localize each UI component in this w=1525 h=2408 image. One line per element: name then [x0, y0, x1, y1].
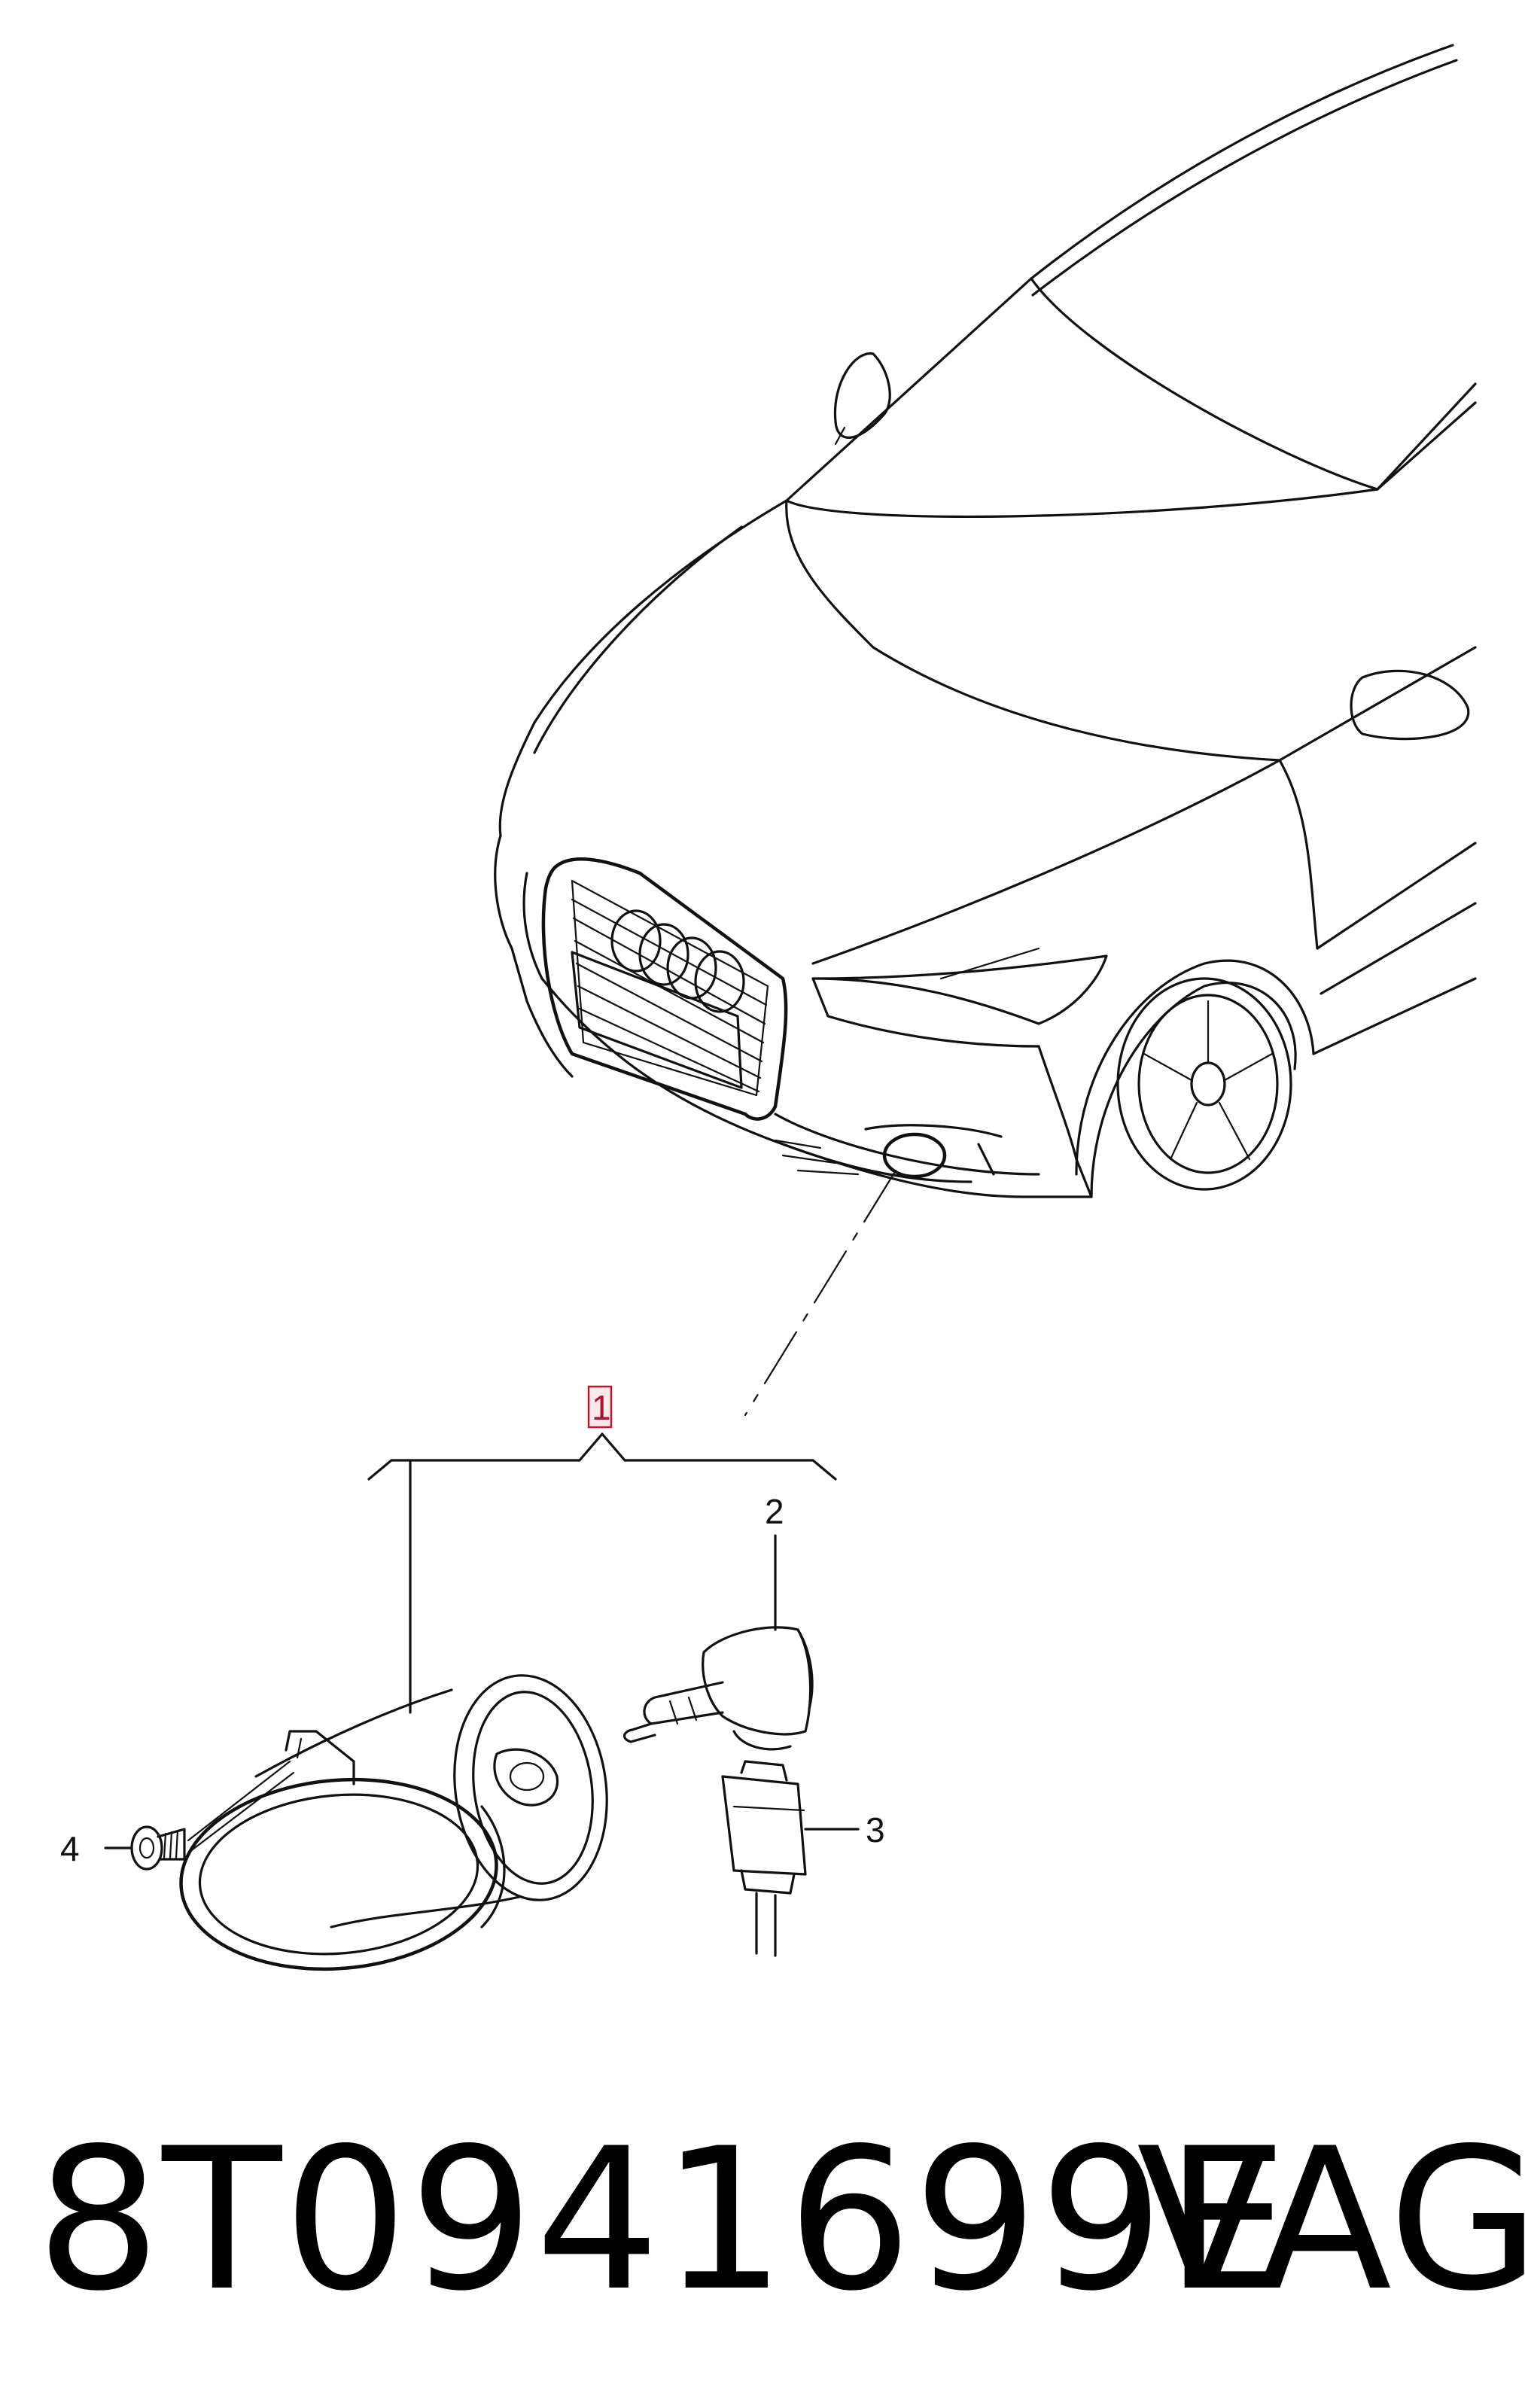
callout-4[interactable]: 4: [60, 1829, 80, 1868]
callout-3-label: 3: [866, 1810, 885, 1849]
car-illustration: [494, 44, 1477, 1198]
callout-1-highlight: [587, 1385, 613, 1429]
callout-1[interactable]: 1: [587, 1385, 613, 1429]
callout-3[interactable]: 3: [866, 1810, 885, 1849]
screw-part: [104, 1760, 295, 1871]
connector-part: [721, 1760, 860, 1957]
brand-name: VAG: [1137, 2107, 1525, 2334]
assembly-bracket: [367, 1432, 837, 1481]
callout-1-label: 1: [592, 1388, 611, 1427]
fog-light-housing: [179, 1674, 608, 1971]
bulb-part: [623, 1626, 814, 1751]
leader-line: [744, 1169, 897, 1417]
callout-4-label: 4: [60, 1829, 80, 1868]
part-caption: 8T0941699E VAG: [0, 2100, 1525, 2341]
callout-2-label: 2: [765, 1492, 784, 1531]
part-number: 8T0941699E: [36, 2107, 1291, 2334]
callout-2[interactable]: 2: [765, 1492, 784, 1531]
